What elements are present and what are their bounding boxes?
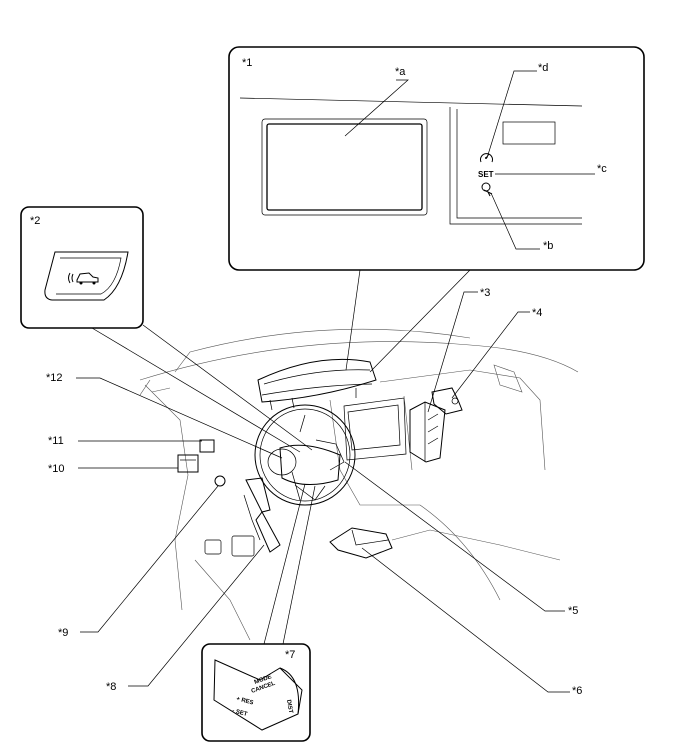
callout-lines: *3 *4 *5 *6 *7 *8 *9 *10 *11 *12: [46, 269, 582, 697]
label-a: *a: [395, 66, 406, 78]
label-1: *1: [242, 57, 252, 69]
set-indicator: SET: [478, 170, 494, 179]
radar-cruise-indicator-icon: [481, 182, 493, 197]
pedals: [204, 477, 281, 557]
switch-mode-text: MODE: [254, 674, 273, 686]
distance-switch-icon: [68, 272, 99, 285]
label-11: *11: [48, 435, 64, 447]
label-6: *6: [572, 685, 582, 697]
label-3: *3: [480, 287, 490, 299]
switch-set-text: - SET: [231, 708, 248, 718]
label-5: *5: [568, 605, 578, 617]
label-4: *4: [532, 307, 542, 319]
label-7: *7: [285, 649, 295, 661]
label-8: *8: [106, 681, 116, 693]
label-2: *2: [30, 215, 40, 227]
yaw-rate-sensor: [329, 527, 561, 561]
label-10: *10: [48, 463, 65, 475]
label-12: *12: [46, 372, 63, 384]
bracket-part: [431, 387, 463, 415]
label-b: *b: [543, 240, 553, 252]
left-side-switches: [177, 439, 226, 487]
dashboard-drawing: [139, 328, 579, 641]
switch-dist-text: DIST: [285, 699, 293, 714]
label-d: *d: [538, 62, 548, 74]
label-9: *9: [58, 627, 68, 639]
ecu-unit: [409, 401, 446, 463]
inset-steering-pad-switch: *2: [20, 206, 144, 329]
label-c: *c: [597, 163, 607, 175]
switch-res-text: + RES: [235, 696, 253, 706]
inset-cruise-control-main-switch: MODE CANCEL + RES - SET DIST: [201, 643, 311, 742]
inset-combination-meter: *1 SET *a *d *c *b: [228, 46, 645, 271]
